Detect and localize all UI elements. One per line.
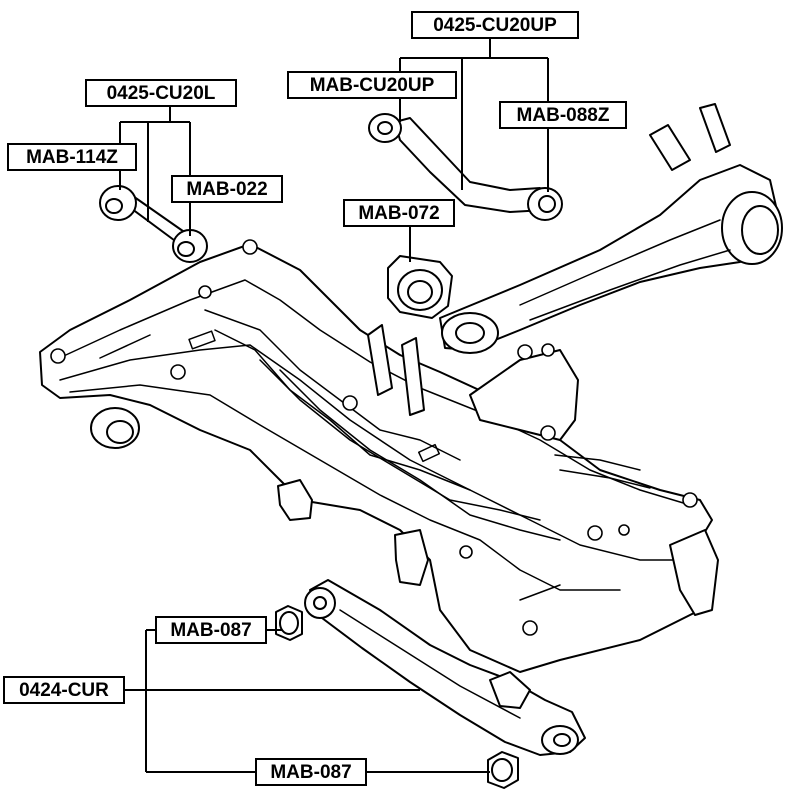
- label-mab-114z-text: MAB-114Z: [26, 147, 118, 168]
- label-mab-087-top[interactable]: MAB-087: [155, 616, 267, 644]
- leader-lines: [119, 38, 549, 773]
- label-mab-022[interactable]: MAB-022: [171, 175, 283, 203]
- upper-arm-drawing: [368, 113, 563, 221]
- label-mab-088z[interactable]: MAB-088Z: [499, 101, 627, 129]
- label-mab-114z[interactable]: MAB-114Z: [7, 143, 137, 171]
- label-mab-022-text: MAB-022: [186, 179, 267, 200]
- label-mab-088z-text: MAB-088Z: [517, 105, 610, 126]
- label-0425-cu20l[interactable]: 0425-CU20L: [85, 79, 237, 107]
- trailing-arm-drawing: [439, 103, 783, 489]
- label-0425-cu20up[interactable]: 0425-CU20UP: [411, 11, 579, 39]
- label-mab-087-bottom-text: MAB-087: [270, 762, 351, 783]
- label-0425-cu20l-text: 0425-CU20L: [107, 83, 216, 104]
- crossmember-drawing: [39, 239, 719, 673]
- label-mab-072[interactable]: MAB-072: [343, 199, 455, 227]
- label-mab-cu20up[interactable]: MAB-CU20UP: [287, 71, 457, 99]
- label-0424-cur-text: 0424-CUR: [19, 680, 109, 701]
- left-link-drawing: [99, 185, 208, 263]
- label-mab-087-bottom[interactable]: MAB-087: [255, 758, 367, 786]
- bushing-072-drawing: [387, 255, 453, 319]
- label-0424-cur[interactable]: 0424-CUR: [3, 676, 125, 704]
- label-mab-cu20up-text: MAB-CU20UP: [310, 75, 435, 96]
- label-mab-072-text: MAB-072: [358, 203, 439, 224]
- label-0425-cu20up-text: 0425-CU20UP: [433, 15, 557, 36]
- lower-arm-drawing: [275, 579, 586, 789]
- label-mab-087-top-text: MAB-087: [170, 620, 251, 641]
